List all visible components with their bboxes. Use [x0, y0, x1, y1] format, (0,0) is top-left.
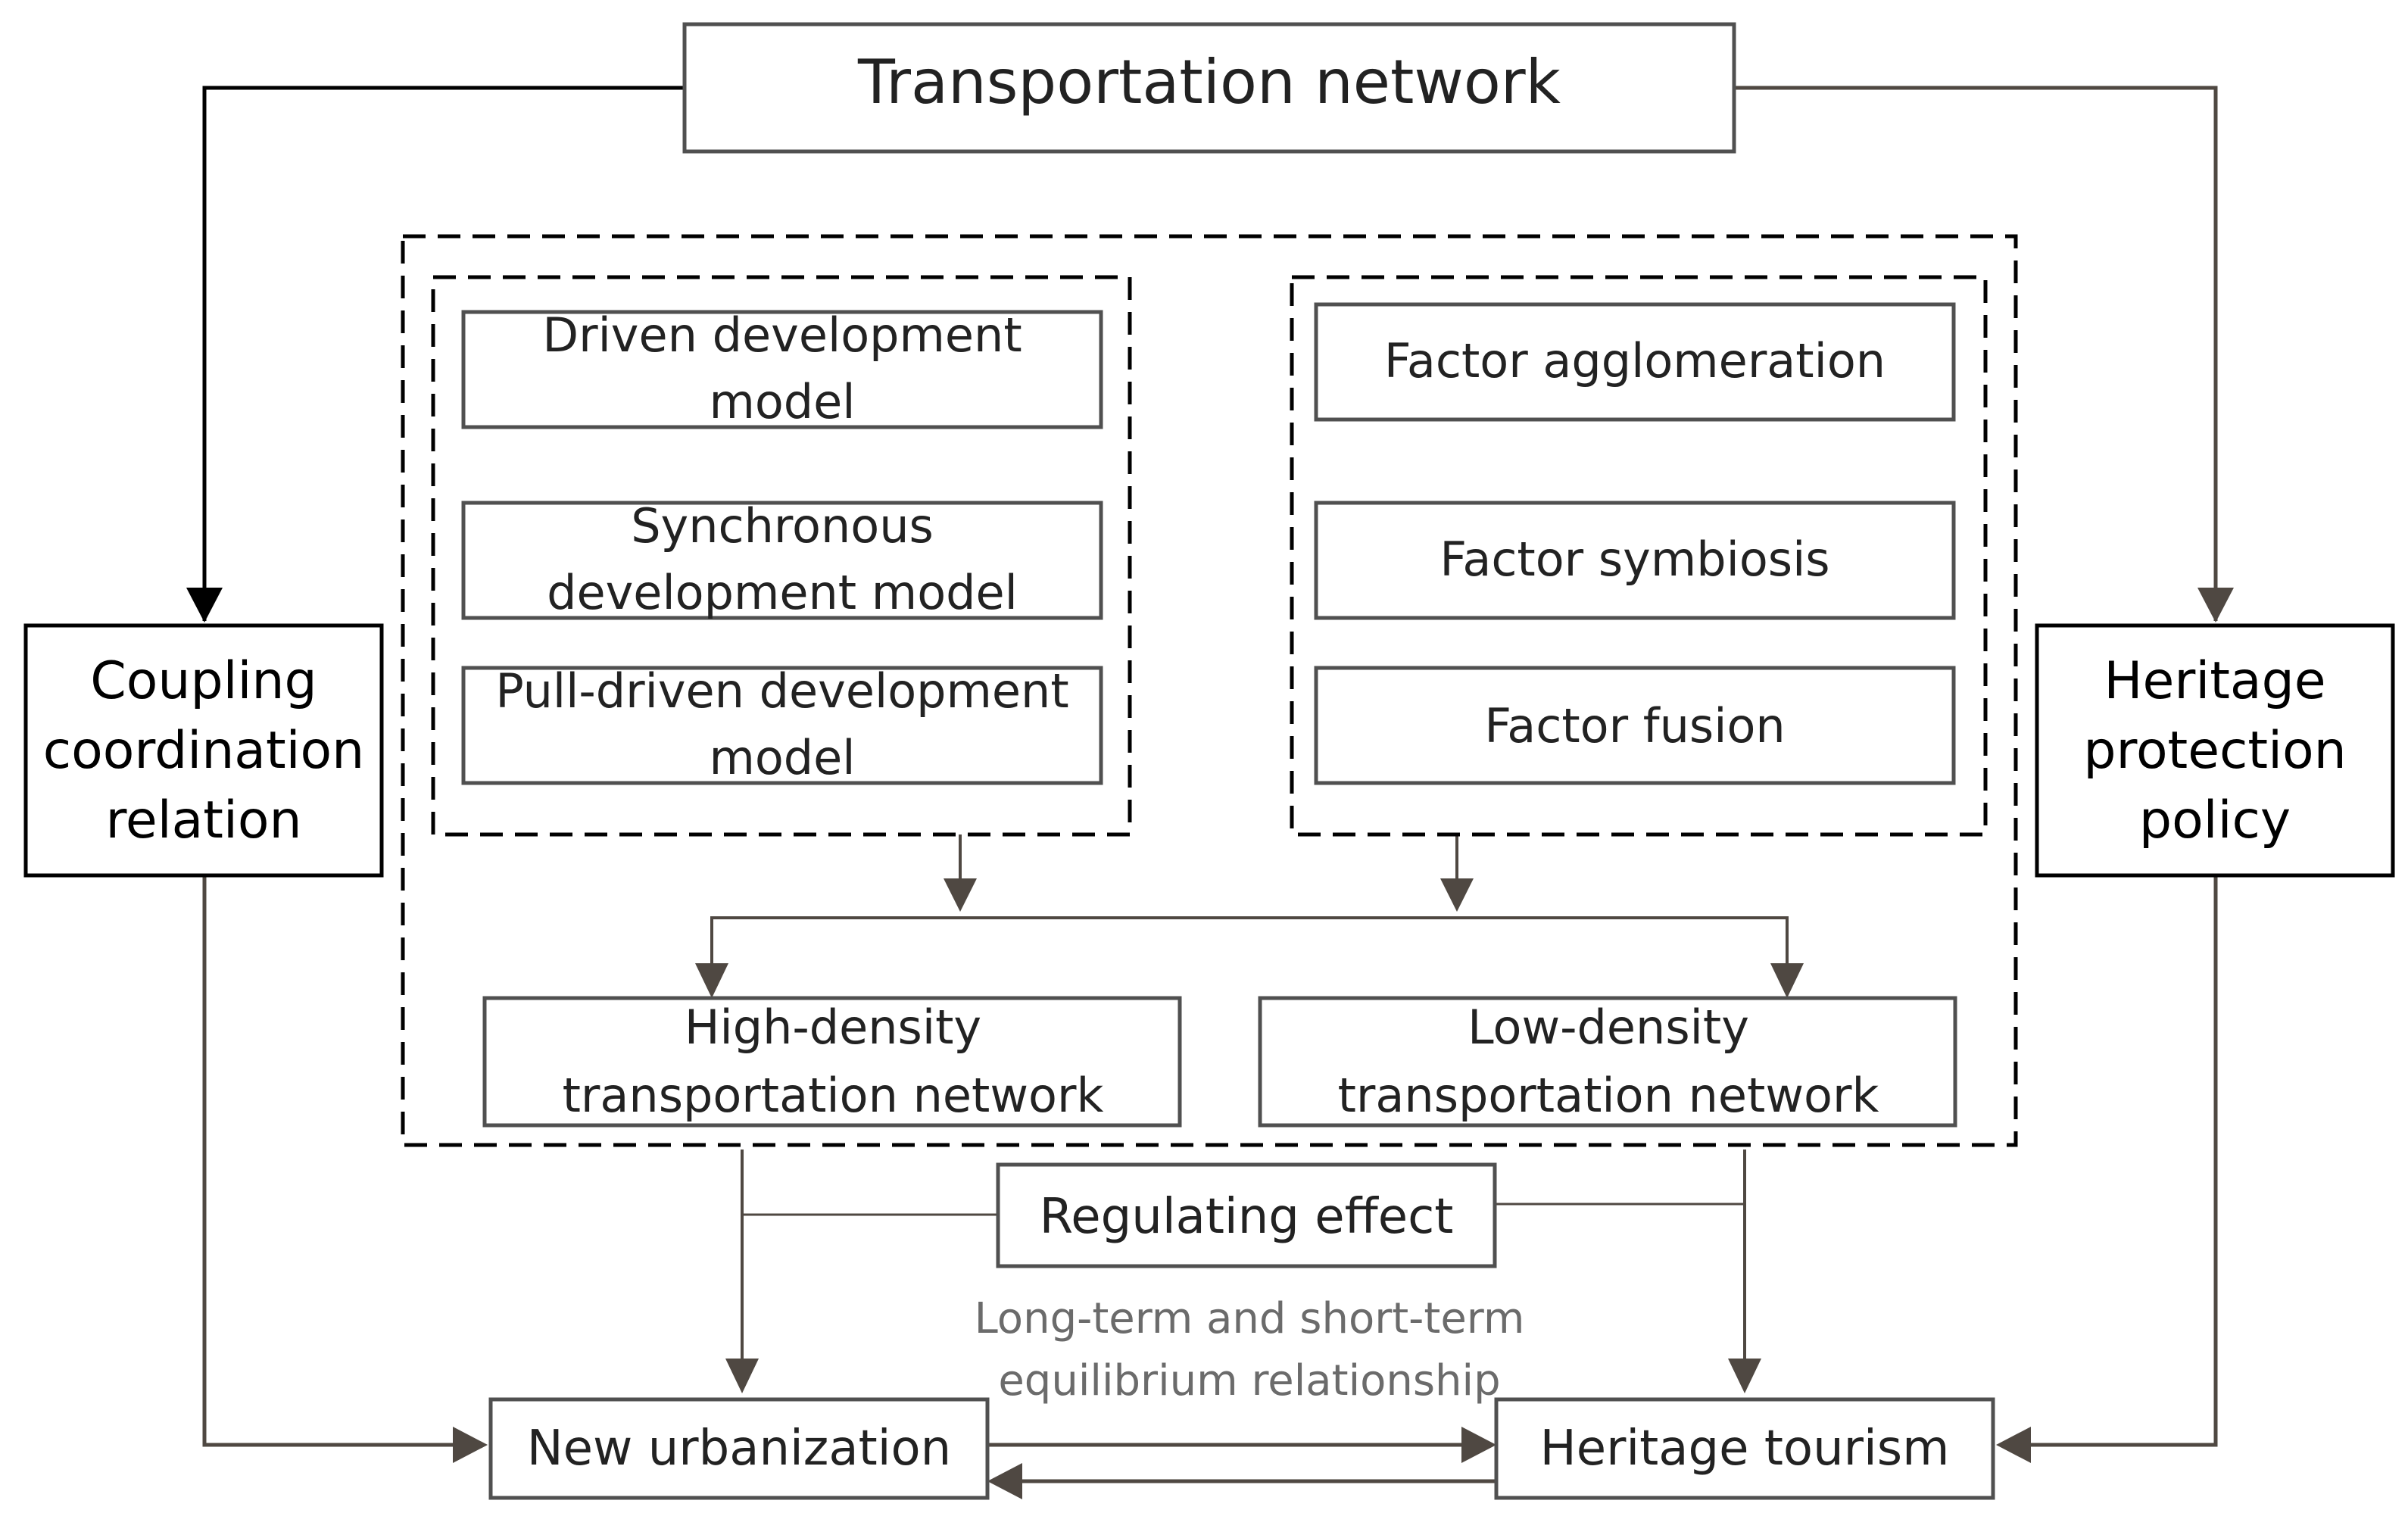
- coupling-coordination-line-2: coordination: [43, 721, 364, 781]
- pull-driven-model-line-2: model: [709, 730, 855, 785]
- edge-distributor: [710, 916, 1789, 989]
- high-density-line-1: High-density: [685, 1000, 981, 1055]
- coupling-coordination-box[interactable]: Coupling coordination relation: [23, 623, 384, 878]
- heritage-tourism-box[interactable]: Heritage tourism: [1494, 1397, 1995, 1500]
- factor-agglomeration-label: Factor agglomeration: [1384, 333, 1886, 388]
- new-urbanization-box[interactable]: New urbanization: [488, 1397, 990, 1500]
- arrowhead-tourism-right: [1996, 1427, 2031, 1463]
- coupling-coordination-line-3: relation: [105, 791, 301, 850]
- arrowhead-coupling: [186, 588, 223, 622]
- low-density-line-1: Low-density: [1468, 1000, 1749, 1055]
- high-density-network-box[interactable]: High-density transportation network: [482, 996, 1182, 1128]
- pull-driven-development-model-box[interactable]: Pull-driven development model: [461, 663, 1103, 785]
- arrowhead-heritage-policy: [2197, 588, 2234, 622]
- edge-policy-to-tourism: [2029, 877, 2218, 1447]
- equilibrium-annotation-line-1: Long-term and short-term: [975, 1294, 1525, 1343]
- arrowhead-high-density: [695, 963, 728, 998]
- driven-development-model-box[interactable]: Driven development model: [461, 307, 1103, 429]
- heritage-protection-policy-box[interactable]: Heritage protection policy: [2035, 623, 2395, 878]
- arrowhead-urbanization-top: [725, 1359, 759, 1393]
- arrowhead-left-group: [944, 878, 977, 912]
- arrowhead-tourism-top: [1728, 1359, 1761, 1393]
- factor-symbiosis-box[interactable]: Factor symbiosis: [1314, 501, 1956, 620]
- heritage-policy-line-2: protection: [2083, 721, 2346, 781]
- heritage-tourism-label: Heritage tourism: [1540, 1421, 1950, 1477]
- regulating-effect-label: Regulating effect: [1040, 1189, 1454, 1245]
- synchronous-model-line-1: Synchronous: [631, 498, 934, 554]
- low-density-line-2: transportation network: [1338, 1068, 1879, 1123]
- coupling-coordination-line-1: Coupling: [90, 651, 317, 711]
- outer-dashed-frame: [401, 234, 2018, 1147]
- edge-transport-to-heritage-policy: [1734, 86, 2218, 621]
- factor-fusion-box[interactable]: Factor fusion: [1314, 666, 1956, 785]
- regulating-effect-box[interactable]: Regulating effect: [996, 1162, 1497, 1268]
- transportation-network-label: Transportation network: [857, 47, 1561, 117]
- high-density-line-2: transportation network: [563, 1068, 1104, 1123]
- arrowhead-low-density: [1770, 963, 1804, 998]
- equilibrium-annotation-line-2: equilibrium relationship: [998, 1356, 1500, 1405]
- edge-coupling-to-urbanization: [202, 877, 454, 1447]
- pull-driven-model-line-1: Pull-driven development: [495, 663, 1068, 719]
- left-model-group: [431, 275, 1132, 837]
- factor-agglomeration-box[interactable]: Factor agglomeration: [1314, 302, 1956, 422]
- low-density-network-box[interactable]: Low-density transportation network: [1258, 996, 1957, 1128]
- synchronous-model-line-2: development model: [547, 565, 1018, 620]
- synchronous-development-model-box[interactable]: Synchronous development model: [461, 498, 1103, 620]
- arrowhead-tourism-left-in: [1461, 1427, 1496, 1463]
- driven-model-line-2: model: [709, 374, 855, 429]
- heritage-policy-line-3: policy: [2139, 791, 2291, 850]
- transportation-network-box[interactable]: Transportation network: [682, 22, 1736, 154]
- heritage-policy-line-1: Heritage: [2104, 651, 2325, 711]
- factor-symbiosis-label: Factor symbiosis: [1439, 532, 1829, 587]
- arrowhead-right-group: [1440, 878, 1474, 912]
- new-urbanization-label: New urbanization: [527, 1421, 951, 1477]
- factor-fusion-label: Factor fusion: [1484, 698, 1785, 753]
- driven-model-line-1: Driven development: [542, 307, 1022, 363]
- edge-transport-to-coupling: [202, 86, 685, 621]
- arrowhead-urbanization-right-in: [987, 1463, 1022, 1499]
- arrowhead-urbanization-left: [453, 1427, 488, 1463]
